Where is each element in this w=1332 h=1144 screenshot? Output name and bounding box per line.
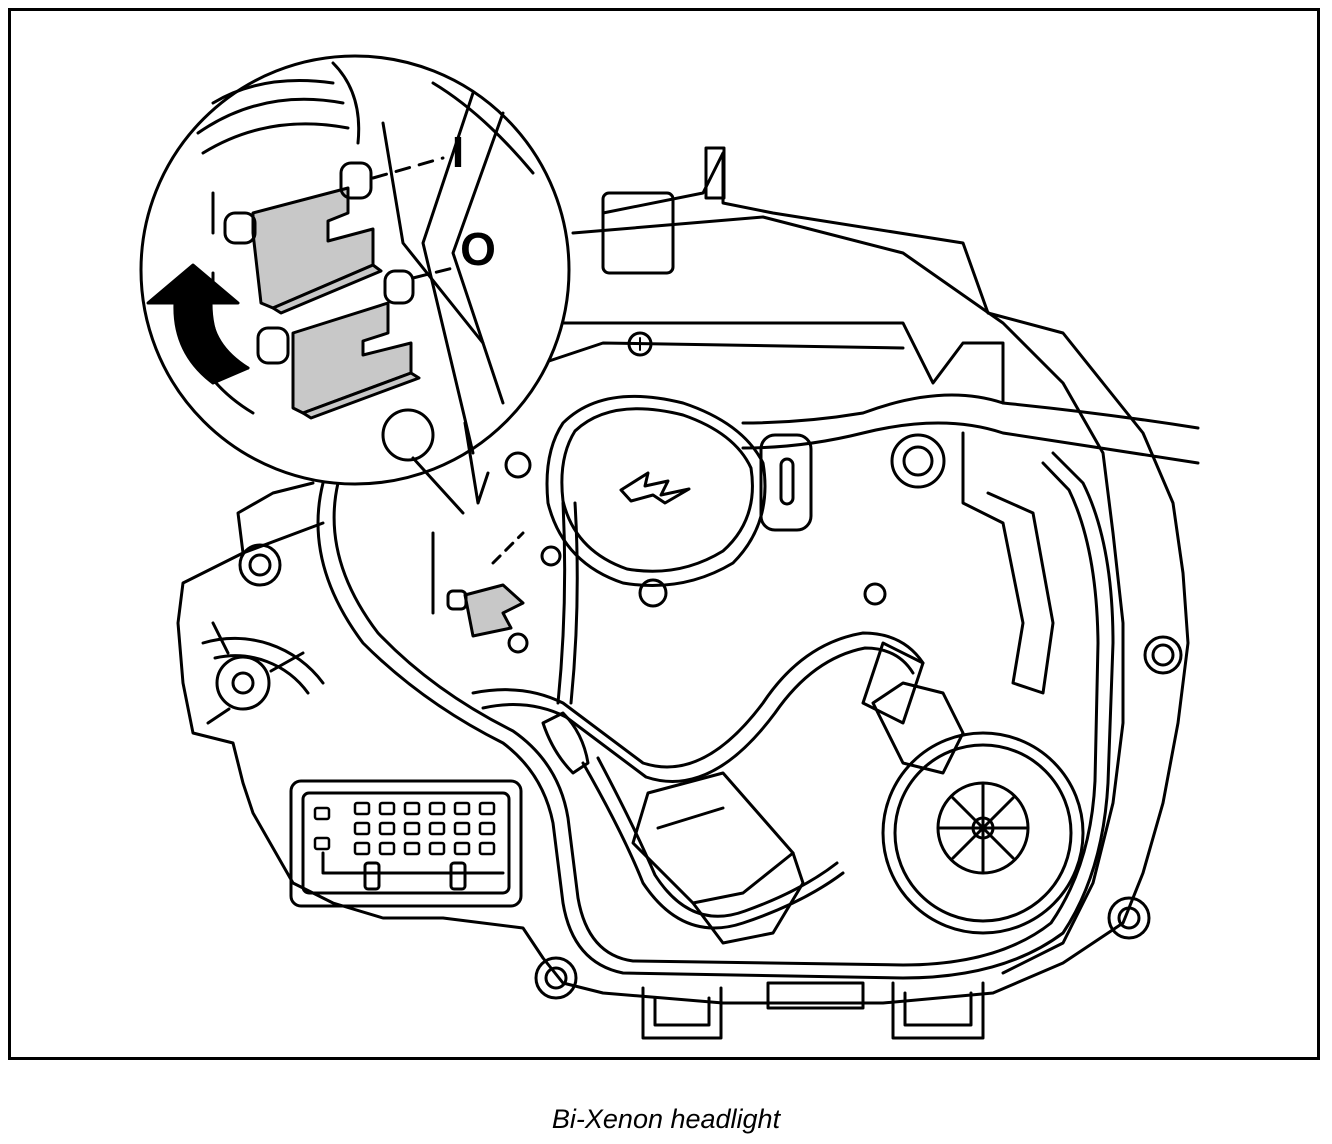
- connector-pin: [428, 801, 446, 816]
- connector-pin: [378, 821, 396, 836]
- magnified-detail: [139, 54, 571, 515]
- leveling-motor: [861, 641, 1085, 935]
- connector-pin: [478, 841, 496, 856]
- callout-labels: I O: [452, 128, 496, 275]
- connector-pin: [313, 806, 331, 821]
- connector-pin: [403, 841, 421, 856]
- connector-pin: [353, 801, 371, 816]
- igniter-unit: [545, 331, 887, 608]
- left-adjuster: [201, 521, 325, 725]
- connector-pin: [428, 841, 446, 856]
- headlight-diagram: I O: [139, 54, 1200, 1040]
- label-lower: O: [460, 223, 496, 275]
- curved-arrow-icon: [146, 263, 250, 385]
- bottom-clips: [641, 981, 985, 1040]
- connector-pin: [313, 836, 331, 851]
- lightning-arrow-icon: [619, 471, 691, 505]
- housing-outline: [176, 151, 1190, 1005]
- connector-pin: [403, 821, 421, 836]
- connector-pin: [353, 841, 371, 856]
- gasket-channel: [316, 451, 1115, 980]
- right-cable: [741, 393, 1200, 695]
- multi-pin-connector: [289, 779, 523, 908]
- connector-pin: [453, 821, 471, 836]
- label-upper: I: [452, 128, 464, 177]
- connector-pin: [453, 841, 471, 856]
- bulb-switch-installed: [431, 531, 525, 638]
- harness-plug: [631, 771, 805, 945]
- connector-pin: [453, 801, 471, 816]
- connector-pin: [428, 821, 446, 836]
- wiring-harness: [471, 501, 925, 930]
- connector-pin: [353, 821, 371, 836]
- mounting-bosses: [504, 451, 1183, 1000]
- connector-pin: [478, 801, 496, 816]
- figure-caption: Bi-Xenon headlight: [551, 1104, 781, 1134]
- connector-pin: [378, 801, 396, 816]
- diagram-frame: I O: [8, 8, 1320, 1060]
- connector-pin: [478, 821, 496, 836]
- connector-pin: [403, 801, 421, 816]
- projector-frame: [541, 146, 1005, 405]
- connector-pin: [378, 841, 396, 856]
